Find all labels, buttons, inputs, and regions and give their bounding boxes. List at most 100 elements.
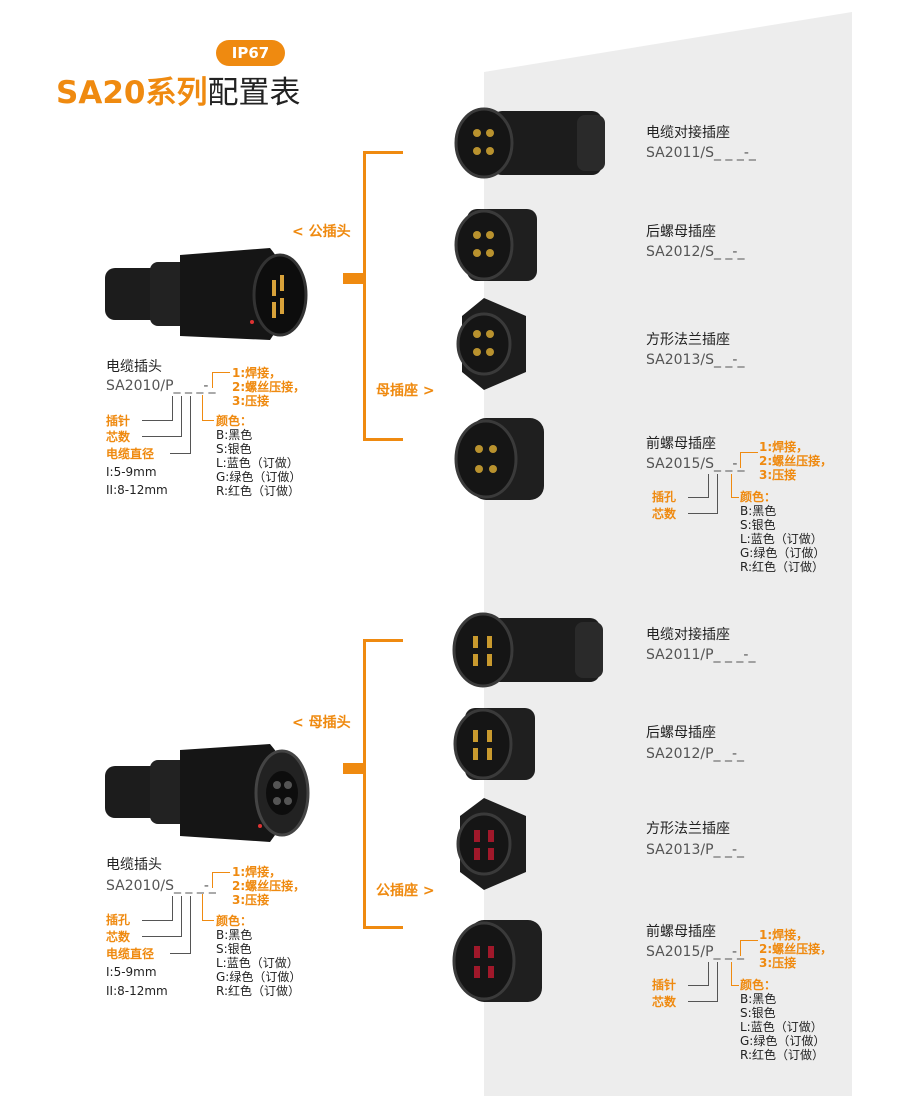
color-option: L:蓝色（订做） — [216, 456, 299, 470]
receptacle-image — [454, 107, 605, 179]
color-line — [202, 920, 214, 921]
term-option: 1:焊接， — [759, 928, 809, 942]
title-rest: 配置表 — [207, 75, 301, 111]
receptacle-image — [452, 920, 542, 1002]
color-option: R:红色（订做） — [740, 1048, 825, 1062]
color-title: 颜色： — [216, 414, 253, 428]
color-option: R:红色（订做） — [740, 560, 825, 574]
label-line — [190, 896, 191, 953]
label-line — [172, 896, 173, 920]
bracket-bottom — [363, 438, 403, 441]
term-option: 2:螺丝压接， — [759, 942, 833, 956]
color-option: S:银色 — [740, 1006, 776, 1020]
term-option: 3:压接 — [759, 956, 797, 970]
receptacle-image — [454, 209, 537, 281]
color-line — [202, 420, 214, 421]
label-pin: 插针 — [106, 414, 131, 428]
color-option: L:蓝色（订做） — [740, 532, 823, 546]
diam-option: II:8-12mm — [106, 984, 168, 998]
term-option: 1:焊接， — [232, 366, 282, 380]
bracket-vertical — [363, 639, 366, 929]
label-line — [717, 962, 718, 1002]
background-panel — [484, 12, 852, 1096]
receptacle-name: 电缆对接插座 — [646, 125, 730, 141]
receptacle-image — [452, 612, 603, 688]
receptacle-code: SA2015/P_ _-_ — [646, 944, 745, 960]
color-option: G:绿色（订做） — [740, 546, 826, 560]
bracket-top — [363, 639, 403, 642]
plug-code: SA2010/P_ _ _-_ — [106, 378, 216, 394]
receptacle-name: 方形法兰插座 — [646, 821, 730, 837]
term-line — [212, 372, 213, 388]
diam-option: II:8-12mm — [106, 483, 168, 497]
receptacle-name: 前螺母插座 — [646, 436, 716, 452]
term-line — [740, 452, 758, 453]
label-socket: 插孔 — [106, 913, 131, 927]
color-option: G:绿色（订做） — [740, 1034, 826, 1048]
color-option: B:黑色 — [216, 928, 253, 942]
receptacle-code: SA2013/S_ _-_ — [646, 352, 745, 368]
page-title: SA20系列配置表 — [56, 72, 300, 114]
color-line — [731, 497, 739, 498]
term-line — [212, 872, 213, 888]
color-option: S:银色 — [216, 442, 252, 456]
bracket-bottom — [363, 926, 403, 929]
receptacle-image — [453, 708, 535, 780]
label-line — [170, 953, 191, 954]
receptacle-name: 电缆对接插座 — [646, 627, 730, 643]
term-line — [212, 872, 230, 873]
branch-lower: 母插座 > — [376, 383, 435, 399]
bracket-vertical — [363, 151, 366, 441]
term-line — [740, 940, 758, 941]
label-line — [172, 396, 173, 420]
diam-option: I:5-9mm — [106, 965, 157, 979]
color-line — [731, 474, 732, 498]
color-title: 颜色： — [740, 978, 777, 992]
diam-option: I:5-9mm — [106, 465, 157, 479]
color-option: B:黑色 — [740, 504, 777, 518]
term-option: 1:焊接， — [232, 865, 282, 879]
label-cores: 芯数 — [106, 930, 131, 944]
color-option: R:红色（订做） — [216, 484, 301, 498]
label-cable-diameter: 电缆直径 — [106, 447, 155, 461]
term-line — [740, 940, 741, 956]
plug-name: 电缆插头 — [106, 359, 162, 375]
label-cores: 芯数 — [652, 507, 677, 521]
receptacle-code: SA2012/P_ _-_ — [646, 746, 745, 762]
label-line — [181, 896, 182, 936]
label-line — [688, 513, 718, 514]
receptacle-name: 后螺母插座 — [646, 224, 716, 240]
receptacle-code: SA2012/S_ _-_ — [646, 244, 745, 260]
branch-upper: < 母插头 — [292, 715, 351, 731]
term-option: 3:压接 — [232, 394, 270, 408]
bracket-top — [363, 151, 403, 154]
label-line — [142, 936, 182, 937]
receptacle-name: 方形法兰插座 — [646, 332, 730, 348]
receptacle-image — [456, 798, 526, 890]
color-option: S:银色 — [216, 942, 252, 956]
color-option: B:黑色 — [740, 992, 777, 1006]
color-line — [731, 962, 732, 986]
color-line — [731, 985, 739, 986]
term-option: 3:压接 — [759, 468, 797, 482]
receptacle-image — [454, 418, 544, 500]
color-option: L:蓝色（订做） — [216, 956, 299, 970]
bracket-stub — [343, 763, 365, 774]
branch-lower: 公插座 > — [376, 883, 435, 899]
receptacle-code: SA2013/P_ _-_ — [646, 842, 745, 858]
label-line — [190, 396, 191, 453]
cable-plug-male-image — [105, 248, 308, 340]
branch-upper: < 公插头 — [292, 224, 351, 240]
color-option: R:红色（订做） — [216, 984, 301, 998]
term-option: 2:螺丝压接， — [232, 380, 306, 394]
term-option: 2:螺丝压接， — [759, 454, 833, 468]
receptacle-image — [456, 298, 526, 390]
color-option: G:绿色（订做） — [216, 470, 302, 484]
label-line — [142, 436, 182, 437]
label-line — [170, 453, 191, 454]
color-option: B:黑色 — [216, 428, 253, 442]
label-cable-diameter: 电缆直径 — [106, 947, 155, 961]
label-pin: 插针 — [652, 978, 677, 992]
receptacle-code: SA2015/S_ _-_ — [646, 456, 745, 472]
label-line — [688, 1001, 718, 1002]
